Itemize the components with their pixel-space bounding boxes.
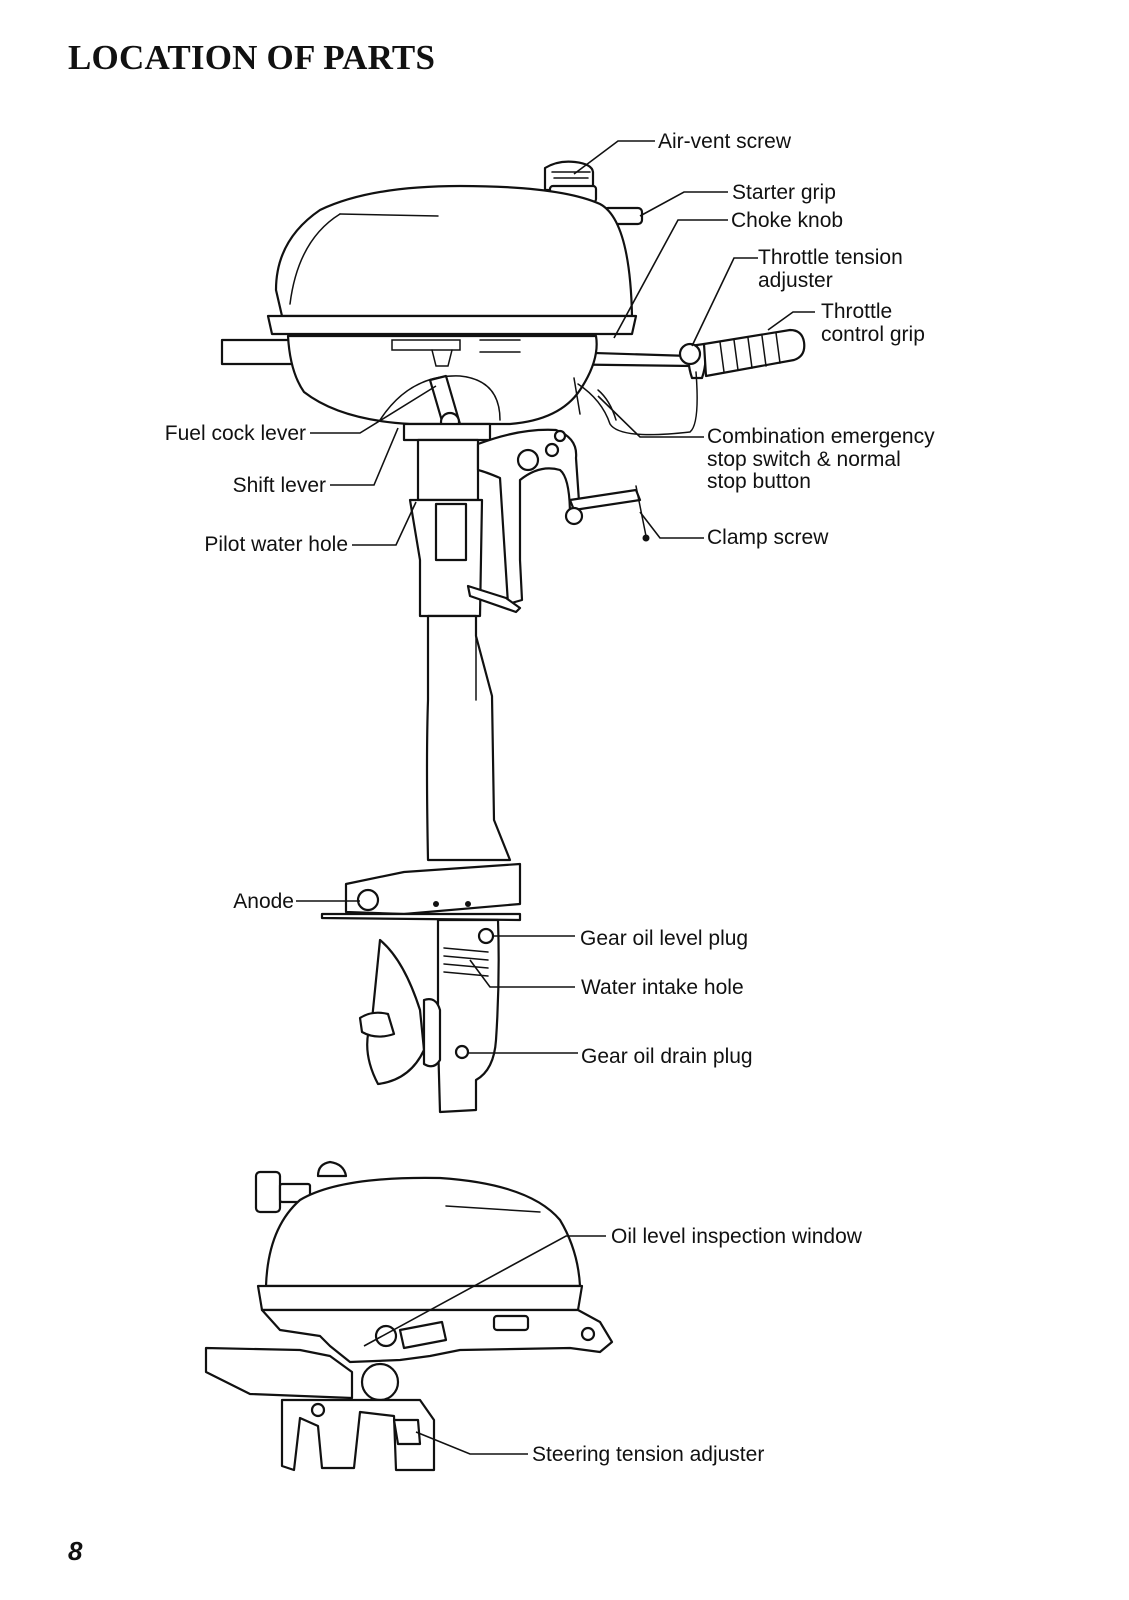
leader-lines <box>296 140 815 1455</box>
label-steering-tension-adjuster: Steering tension adjuster <box>532 1443 764 1466</box>
label-pilot-water-hole: Pilot water hole <box>204 533 348 556</box>
label-starter-grip: Starter grip <box>732 181 836 204</box>
outboard-motor-illustration <box>220 160 806 1114</box>
label-combination-emergency-stop: Combination emergency stop switch & norm… <box>707 425 940 493</box>
label-throttle-control-grip: Throttle control grip <box>821 300 925 346</box>
label-shift-lever: Shift lever <box>233 474 326 497</box>
page-number: 8 <box>68 1536 83 1566</box>
label-oil-level-inspection-window: Oil level inspection window <box>611 1225 863 1248</box>
label-gear-oil-level-plug: Gear oil level plug <box>580 927 748 950</box>
label-anode: Anode <box>233 890 294 913</box>
part-labels: Air-vent screw Starter grip Choke knob T… <box>165 130 940 1466</box>
label-gear-oil-drain-plug: Gear oil drain plug <box>581 1045 753 1068</box>
label-clamp-screw: Clamp screw <box>707 526 829 549</box>
label-choke-knob: Choke knob <box>731 209 843 232</box>
label-air-vent-screw: Air-vent screw <box>658 130 792 153</box>
side-view-illustration <box>204 1160 614 1472</box>
label-throttle-tension-adjuster: Throttle tension adjuster <box>758 246 909 292</box>
label-water-intake-hole: Water intake hole <box>581 976 744 999</box>
page-title: LOCATION OF PARTS <box>68 38 436 77</box>
label-fuel-cock-lever: Fuel cock lever <box>165 422 306 445</box>
